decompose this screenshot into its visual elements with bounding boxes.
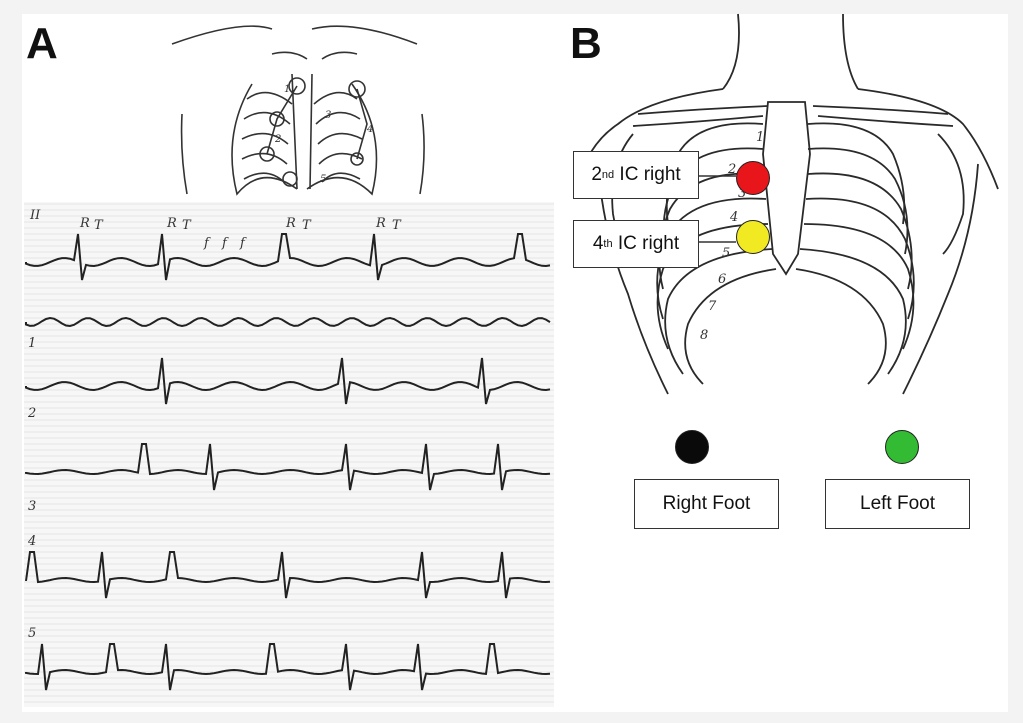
electrode-2nd-ic-right xyxy=(736,161,770,195)
trace-label-ii: II xyxy=(30,208,41,223)
panel-a: A II 1 2 3 4 5 R T R T f f f R T R T 1 2… xyxy=(22,14,558,712)
rib-number-8: 8 xyxy=(700,328,709,343)
annotation-f3: f xyxy=(240,236,245,251)
rib-number-3: 3 xyxy=(738,186,747,201)
chest-number-3: 3 xyxy=(325,110,332,121)
trace-label-2: 2 xyxy=(28,406,37,421)
annotation-r4: R xyxy=(376,216,386,231)
annotation-t4: T xyxy=(392,218,401,233)
panel-a-drawing xyxy=(24,25,554,707)
ecg-trace xyxy=(25,233,551,281)
ecg-trace xyxy=(25,443,551,491)
chest-number-2: 2 xyxy=(275,134,282,145)
chest-sketch xyxy=(171,25,425,196)
label-right-foot: Right Foot xyxy=(634,479,779,529)
chest-number-1: 1 xyxy=(284,84,291,95)
ecg-trace xyxy=(25,357,551,405)
annotation-t1: T xyxy=(94,218,103,233)
trace-label-3: 3 xyxy=(28,499,37,514)
rib-number-7: 7 xyxy=(708,299,717,314)
ecg-trace xyxy=(25,551,551,599)
rib-number-5: 5 xyxy=(722,246,731,261)
rib-number-2: 2 xyxy=(728,162,737,177)
annotation-f1: f xyxy=(204,236,209,251)
electrode-4th-ic-right xyxy=(736,220,770,254)
label-4th-base: 4 xyxy=(592,233,604,254)
panel-b-letter: B xyxy=(570,19,602,68)
label-2nd-base: 2 xyxy=(591,164,602,185)
ecg-trace xyxy=(25,643,551,691)
trace-label-4: 4 xyxy=(28,534,37,549)
trace-label-1: 1 xyxy=(28,336,37,351)
rib-number-1: 1 xyxy=(756,130,765,145)
annotation-t3: T xyxy=(302,218,311,233)
panel-a-letter: A xyxy=(26,19,58,68)
chest-number-4: 4 xyxy=(367,124,374,135)
rib-number-4: 4 xyxy=(730,210,739,225)
electrode-right-foot xyxy=(675,430,709,464)
chest-number-5: 5 xyxy=(320,174,327,185)
ecg-trace xyxy=(25,316,551,328)
label-4th-sup: th xyxy=(603,238,613,250)
annotation-r3: R xyxy=(286,216,296,231)
annotation-r2: R xyxy=(167,216,177,231)
thorax-illustration xyxy=(577,13,999,395)
panel-b-drawing xyxy=(577,13,999,395)
label-2nd-rest: IC right xyxy=(614,164,681,185)
annotation-r1: R xyxy=(80,216,90,231)
annotation-f2: f xyxy=(222,236,227,251)
label-4th-rest: IC right xyxy=(612,233,680,254)
annotation-t2: T xyxy=(182,218,191,233)
label-left-foot: Left Foot xyxy=(825,479,970,529)
ecg-strip xyxy=(24,202,554,707)
rib-number-6: 6 xyxy=(718,272,727,287)
label-2nd-sup: nd xyxy=(601,169,615,181)
trace-label-5: 5 xyxy=(28,626,37,641)
electrode-left-foot xyxy=(885,430,919,464)
